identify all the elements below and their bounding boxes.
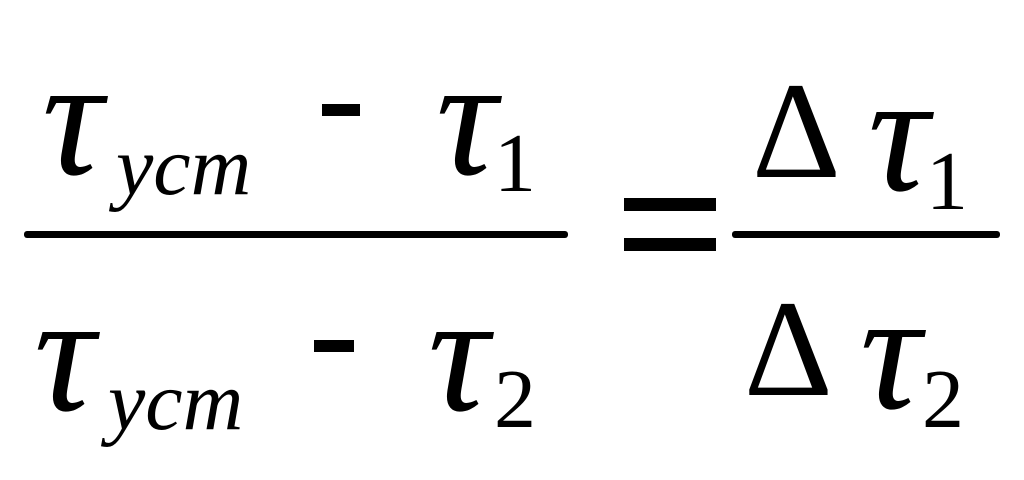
rhs-num-tau: τ <box>868 39 929 227</box>
lhs-den-tau-1: τ <box>34 259 95 447</box>
lhs-den-subscript-ust: уст <box>108 355 244 448</box>
lhs-fraction-line <box>24 231 568 238</box>
rhs-num-delta: Δ <box>752 54 841 207</box>
rhs-num-subscript-1: 1 <box>926 135 968 228</box>
lhs-num-minus-sign <box>322 104 360 116</box>
lhs-num-subscript-ust: уст <box>116 120 252 213</box>
equals-sign-top-bar <box>624 198 716 211</box>
rhs-den-subscript-2: 2 <box>922 353 964 446</box>
rhs-fraction-line <box>732 231 1000 238</box>
rhs-den-tau: τ <box>860 257 921 445</box>
lhs-den-subscript-2: 2 <box>494 353 536 446</box>
lhs-den-minus-sign <box>314 340 354 352</box>
rhs-den-delta: Δ <box>744 272 833 425</box>
equals-sign-bottom-bar <box>624 238 716 251</box>
lhs-num-tau-2: τ <box>436 23 497 211</box>
lhs-num-subscript-1: 1 <box>494 117 536 210</box>
lhs-den-tau-2: τ <box>428 259 489 447</box>
lhs-num-tau-1: τ <box>42 23 103 211</box>
